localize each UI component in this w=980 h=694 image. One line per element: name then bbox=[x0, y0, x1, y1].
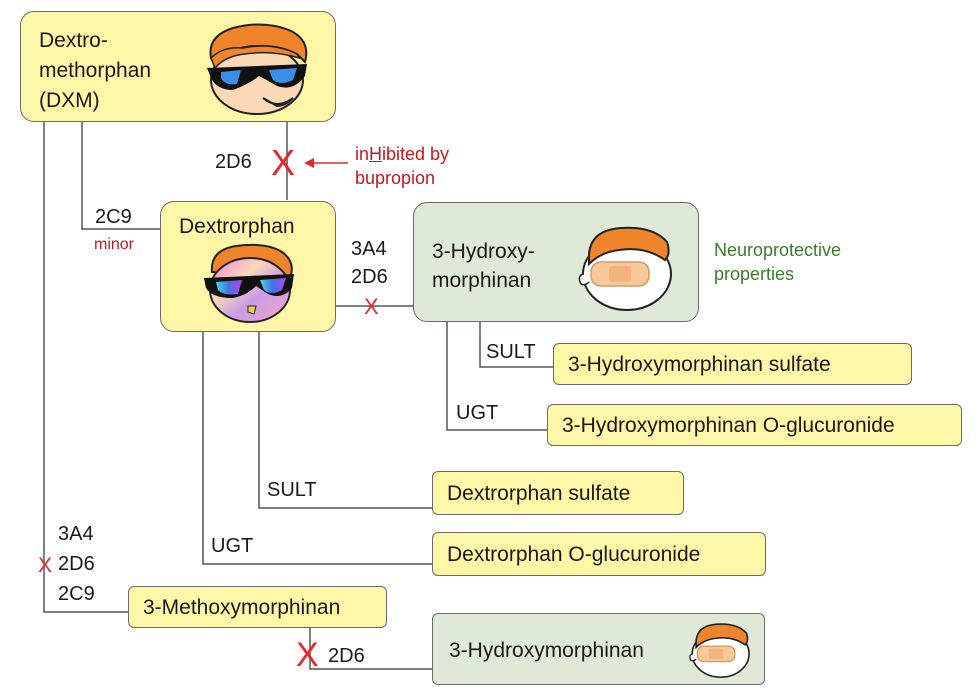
enzyme-2c9-left: 2C9 bbox=[58, 583, 95, 605]
node-hm-glucuronide-label: 3-Hydroxymorphinan O-glucuronide bbox=[562, 414, 895, 437]
blocked-x-icon: X bbox=[271, 142, 296, 183]
enzyme-ugt-dx: UGT bbox=[211, 535, 254, 557]
blocked-x-icon: X bbox=[364, 294, 379, 319]
enzyme-ugt-hm: UGT bbox=[456, 402, 499, 424]
node-3-hydroxymorphinan-sulfate: 3-Hydroxymorphinan sulfate bbox=[553, 343, 912, 385]
line-dxm-methoxy bbox=[43, 121, 128, 613]
line-dxm-2c9 bbox=[81, 121, 161, 230]
minor-label: minor bbox=[94, 236, 135, 253]
line-hm-glucuronide bbox=[446, 321, 547, 431]
node-3-hydroxymorphinan-glucuronide: 3-Hydroxymorphinan O-glucuronide bbox=[547, 404, 962, 446]
enzyme-2d6-mid: 2D6 bbox=[351, 266, 388, 288]
line-hm-sulfate bbox=[479, 321, 553, 368]
inhibited-by-label: inHibited by bbox=[355, 144, 449, 165]
inhibited-suffix: ibited by bbox=[382, 144, 450, 164]
node-hm-sulfate-label: 3-Hydroxymorphinan sulfate bbox=[568, 353, 831, 376]
node-3-hydroxymorphinan-label: 3-Hydroxy- morphinan bbox=[432, 240, 535, 292]
node-dextrorphan-sulfate: Dextrorphan sulfate bbox=[432, 471, 684, 515]
line-dx-glucuronide bbox=[202, 331, 432, 565]
node-3-methoxymorphinan: 3-Methoxymorphinan bbox=[128, 586, 387, 628]
blocked-x-icon: X bbox=[296, 636, 319, 674]
line-methoxy-hydroxy bbox=[309, 628, 432, 670]
enzyme-2c9-minor-path: 2C9 bbox=[95, 206, 132, 228]
node-dextrorphan-label: Dextrorphan bbox=[179, 215, 295, 238]
dexter-sunglasses-face-icon bbox=[207, 23, 308, 115]
bandaged-face-small-icon bbox=[689, 623, 750, 678]
inhibited-h-underlined: H bbox=[369, 144, 383, 164]
blocked-x-icon: X bbox=[38, 554, 53, 577]
line-dx-sulfate bbox=[258, 331, 432, 509]
psychedelic-dexter-face-icon bbox=[204, 243, 294, 323]
node-dextromethorphan-label: Dextro- methorphan (DXM) bbox=[39, 29, 152, 112]
neuroprotective-label: Neuroprotective properties bbox=[714, 240, 842, 284]
enzyme-3a4-mid: 3A4 bbox=[351, 238, 387, 260]
red-arrow-icon bbox=[304, 158, 348, 168]
node-dx-sulfate-label: Dextrorphan sulfate bbox=[447, 482, 631, 505]
bandaged-face-icon bbox=[578, 226, 672, 311]
enzyme-2d6-top: 2D6 bbox=[215, 151, 252, 173]
enzyme-sult-hm: SULT bbox=[486, 341, 536, 363]
node-dx-glucuronide-label: Dextrorphan O-glucuronide bbox=[447, 543, 701, 566]
node-methoxymorphinan-label: 3-Methoxymorphinan bbox=[143, 596, 341, 619]
bupropion-label: bupropion bbox=[355, 168, 436, 188]
inhibited-prefix: in bbox=[355, 144, 370, 164]
enzyme-2d6-bottom: 2D6 bbox=[328, 645, 365, 667]
enzyme-3a4-left: 3A4 bbox=[58, 523, 94, 545]
enzyme-sult-dx: SULT bbox=[267, 479, 317, 501]
node-hydroxymorphinan-bottom-label: 3-Hydroxymorphinan bbox=[449, 639, 644, 662]
enzyme-2d6-left: 2D6 bbox=[58, 553, 95, 575]
node-dextrorphan-glucuronide: Dextrorphan O-glucuronide bbox=[432, 532, 766, 576]
